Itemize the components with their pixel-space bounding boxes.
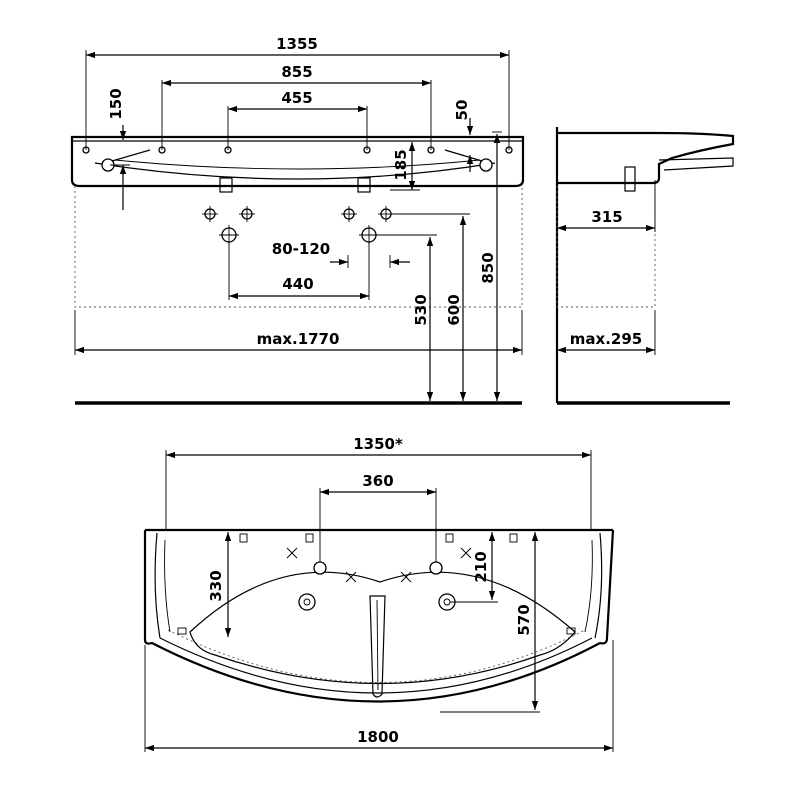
dim-80-120-label: 80-120 xyxy=(272,240,330,258)
dim-315-label: 315 xyxy=(591,208,622,226)
dim-530-label: 530 xyxy=(412,294,430,325)
dim-600-label: 600 xyxy=(445,294,463,325)
basin-front-outline xyxy=(70,135,525,188)
dim-185-label: 185 xyxy=(392,149,410,180)
dim-max1770-label: max.1770 xyxy=(257,330,340,348)
dim-570-label: 570 xyxy=(515,604,533,635)
side-view: 315 max.295 xyxy=(555,127,735,405)
connection-holes xyxy=(202,206,394,245)
cross-markers xyxy=(286,547,472,583)
center-rib xyxy=(369,595,386,698)
front-view: 1355 855 455 150 50 185 80-120 440 max.1… xyxy=(70,35,525,405)
back-hole-marks xyxy=(177,533,576,635)
top-view: 1350* 360 330 210 570 1800 xyxy=(143,435,615,752)
dim-440-label: 440 xyxy=(282,275,313,293)
dim-50-label: 50 xyxy=(453,100,471,121)
dim-330-label: 330 xyxy=(207,570,225,601)
dim-max295-label: max.295 xyxy=(570,330,642,348)
dim-210-label: 210 xyxy=(472,551,490,582)
dim-1800-label: 1800 xyxy=(357,728,399,746)
dim-850-label: 850 xyxy=(479,252,497,283)
basin-side-profile xyxy=(557,131,735,185)
dim-360-label: 360 xyxy=(362,472,393,490)
basin-top-outline xyxy=(143,529,615,703)
bowl-outline xyxy=(189,571,576,685)
dim-150-label: 150 xyxy=(107,88,125,119)
tap-hole-marks xyxy=(82,146,513,154)
dim-1350-label: 1350* xyxy=(353,435,403,453)
dim-455-label: 455 xyxy=(281,89,312,107)
dim-1355-label: 1355 xyxy=(276,35,318,53)
dim-855-label: 855 xyxy=(281,63,312,81)
